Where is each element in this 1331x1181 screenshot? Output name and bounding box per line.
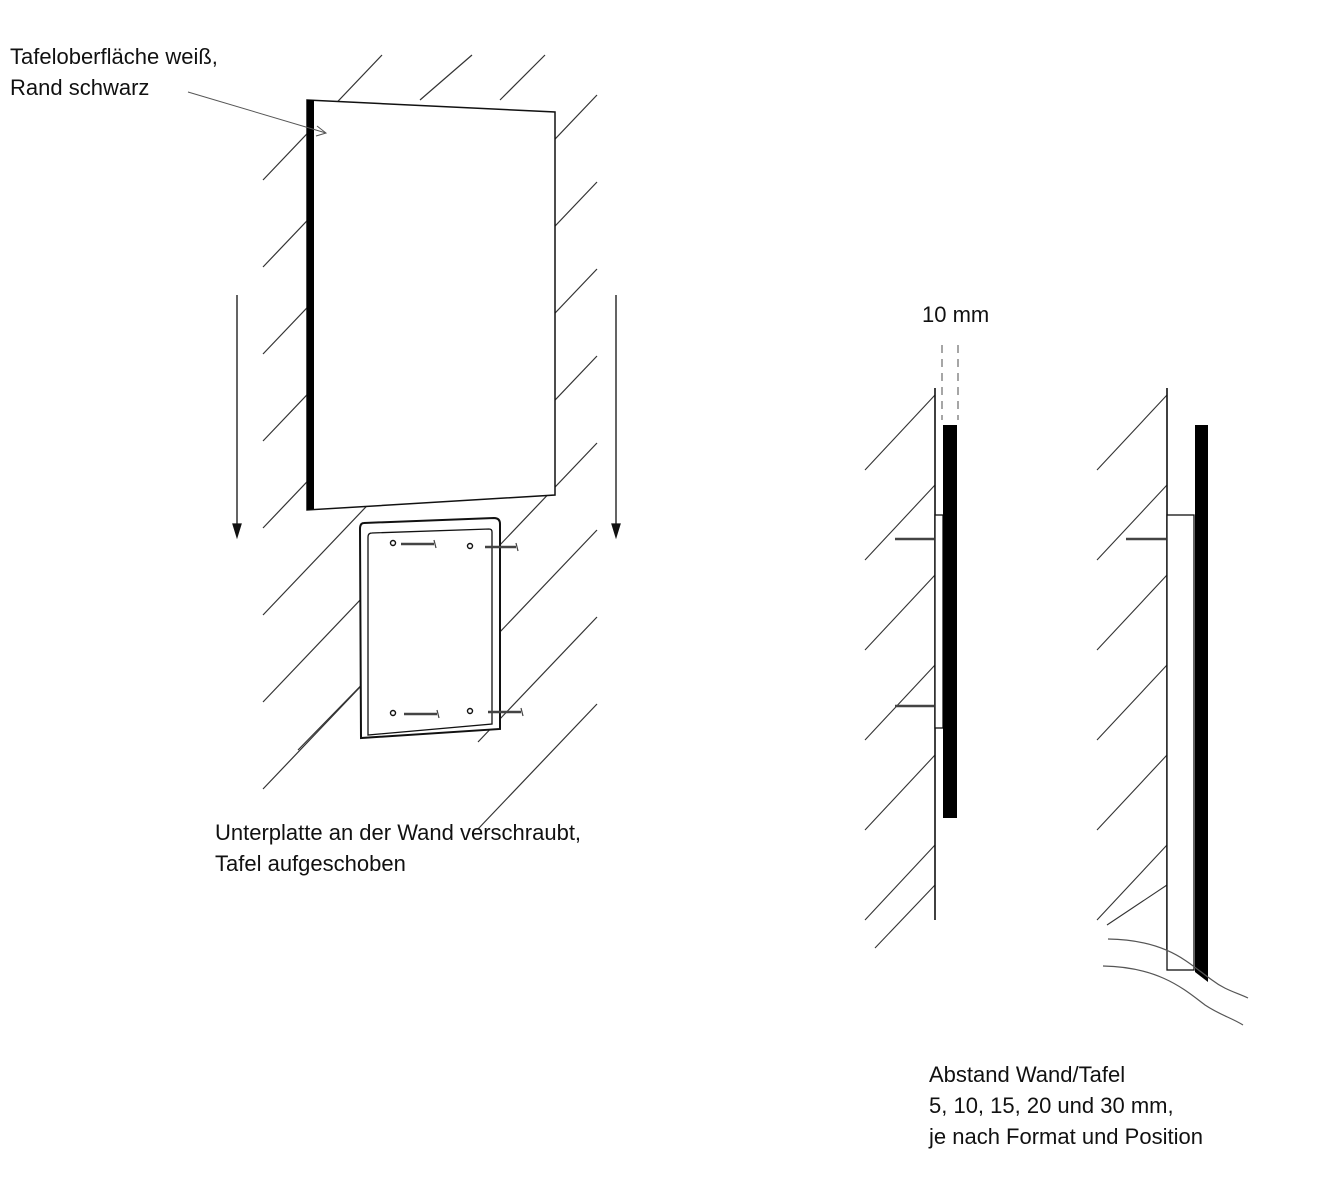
- break-lines: [1102, 938, 1249, 1026]
- hatch-line: [1096, 484, 1168, 561]
- distance-caption-line2: 5, 10, 15, 20 und 30 mm,: [929, 1093, 1174, 1118]
- hatch-line: [864, 754, 936, 831]
- hatch-line: [874, 884, 936, 949]
- hatch-line: [864, 844, 936, 921]
- slide-down-arrow-left: [232, 295, 242, 540]
- hatch-line: [1096, 394, 1168, 471]
- gap-dimension-label: 10 mm: [922, 302, 990, 327]
- hatch-line: [1096, 664, 1168, 741]
- hatch-line: [1096, 754, 1168, 831]
- screws: [401, 539, 524, 719]
- leader-arrow: [187, 91, 328, 137]
- mount-caption-line2: Tafel aufgeschoben: [215, 851, 406, 876]
- surface-label-line2: Rand schwarz: [10, 75, 150, 100]
- hatch-line: [262, 489, 383, 616]
- hatch-line: [1096, 844, 1168, 921]
- mount-caption-line1: Unterplatte an der Wand verschraubt,: [215, 820, 582, 845]
- slide-down-arrow-right: [611, 295, 621, 540]
- surface-label-line1: Tafeloberfläche weiß,: [10, 44, 218, 69]
- hatch-line: [1096, 574, 1168, 651]
- hatch-line: [419, 54, 473, 101]
- section-view-plate: [864, 345, 959, 949]
- hatch-line: [864, 664, 936, 741]
- hatch-line: [864, 484, 936, 561]
- hatch-line: [499, 54, 546, 101]
- hatch-line: [864, 574, 936, 651]
- section-view-spacer: [1096, 388, 1249, 1026]
- hatch-line: [477, 703, 598, 830]
- mount-caption: Unterplatte an der Wand verschraubt, Taf…: [215, 817, 581, 879]
- gap-dimension-lines: [941, 345, 959, 420]
- distance-caption-line3: je nach Format und Position: [929, 1124, 1203, 1149]
- hatch-line: [864, 394, 936, 471]
- hatch-line: [1106, 884, 1168, 926]
- distance-caption: Abstand Wand/Tafel 5, 10, 15, 20 und 30 …: [929, 1059, 1203, 1152]
- distance-caption-line1: Abstand Wand/Tafel: [929, 1062, 1126, 1087]
- board-panel: [306, 99, 556, 511]
- mounting-plate: [358, 516, 524, 740]
- surface-label: Tafeloberfläche weiß, Rand schwarz: [10, 41, 218, 103]
